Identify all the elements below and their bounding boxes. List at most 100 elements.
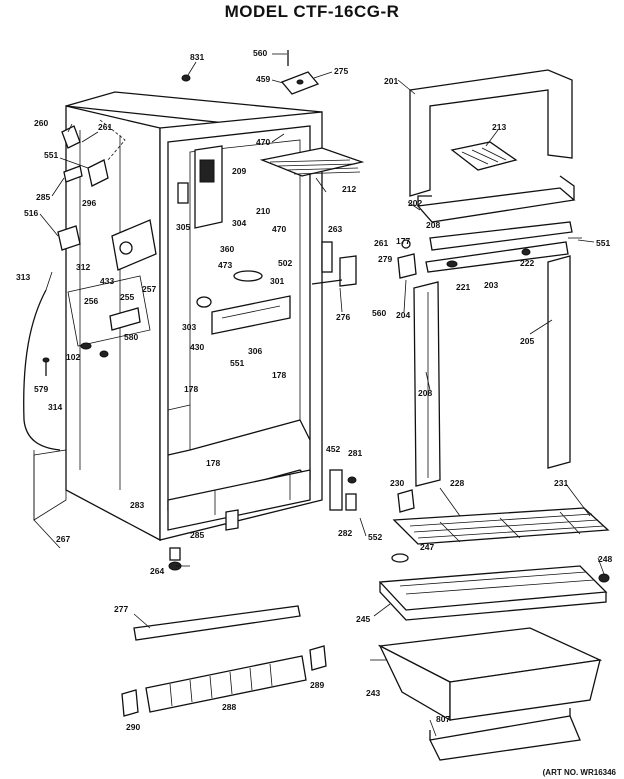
callout-263: 263 bbox=[328, 224, 342, 234]
callout-430: 430 bbox=[190, 342, 204, 352]
callout-264: 264 bbox=[150, 566, 164, 576]
callout-267: 267 bbox=[56, 534, 70, 544]
glass-shelf-245 bbox=[378, 565, 608, 621]
callout-279: 279 bbox=[378, 254, 392, 264]
callout-248: 248 bbox=[598, 554, 612, 564]
plug-831 bbox=[181, 74, 191, 82]
callout-296: 296 bbox=[82, 198, 96, 208]
callout-807: 807 bbox=[436, 714, 450, 724]
callout-305: 305 bbox=[176, 222, 190, 232]
callout-283: 283 bbox=[130, 500, 144, 510]
callout-560: 560 bbox=[372, 308, 386, 318]
gasket-205 bbox=[547, 255, 571, 469]
callout-301: 301 bbox=[270, 276, 284, 286]
callout-256: 256 bbox=[84, 296, 98, 306]
callout-516: 516 bbox=[24, 208, 38, 218]
art-number: (ART NO. WR16346 bbox=[542, 768, 616, 777]
callout-459: 459 bbox=[256, 74, 270, 84]
clip-289 bbox=[309, 645, 327, 671]
door-shelf-202 bbox=[416, 175, 576, 223]
callout-213: 213 bbox=[492, 122, 506, 132]
door-bar-807 bbox=[429, 708, 581, 761]
freezer-shelf-212 bbox=[259, 147, 365, 177]
callout-210: 210 bbox=[256, 206, 270, 216]
callout-281: 281 bbox=[348, 448, 362, 458]
bottom-hinge-452 bbox=[329, 469, 357, 511]
callout-245: 245 bbox=[356, 614, 370, 624]
callout-276: 276 bbox=[336, 312, 350, 322]
callout-831: 831 bbox=[190, 52, 204, 62]
capillary-tube-313 bbox=[23, 289, 61, 451]
callout-178: 178 bbox=[272, 370, 286, 380]
callout-452: 452 bbox=[326, 444, 340, 454]
clip-290 bbox=[121, 689, 139, 717]
callout-551: 551 bbox=[596, 238, 610, 248]
callout-579: 579 bbox=[34, 384, 48, 394]
callout-551: 551 bbox=[44, 150, 58, 160]
callout-222: 222 bbox=[520, 258, 534, 268]
callout-230: 230 bbox=[390, 478, 404, 488]
diagram-title: MODEL CTF-16CG-R bbox=[224, 2, 400, 21]
divider-208 bbox=[429, 221, 573, 251]
cover-301 bbox=[233, 270, 263, 282]
callout-552: 552 bbox=[368, 532, 382, 542]
callout-275: 275 bbox=[334, 66, 348, 76]
callout-255: 255 bbox=[120, 292, 134, 302]
wire-shelf-228 bbox=[392, 507, 610, 545]
callout-303: 303 bbox=[182, 322, 196, 332]
callout-314: 314 bbox=[48, 402, 62, 412]
callout-243: 243 bbox=[366, 688, 380, 698]
light-socket-303 bbox=[196, 296, 212, 308]
freezer-door-201 bbox=[409, 69, 573, 197]
callout-313: 313 bbox=[16, 272, 30, 282]
callout-560: 560 bbox=[253, 48, 267, 58]
callout-260: 260 bbox=[34, 118, 48, 128]
callout-178: 178 bbox=[184, 384, 198, 394]
callout-102: 102 bbox=[66, 352, 80, 362]
callout-360: 360 bbox=[220, 244, 234, 254]
callout-277: 277 bbox=[114, 604, 128, 614]
control-housing-304 bbox=[177, 145, 223, 229]
callout-247: 247 bbox=[420, 542, 434, 552]
callout-257: 257 bbox=[142, 284, 156, 294]
callout-203: 203 bbox=[484, 280, 498, 290]
callout-473: 473 bbox=[218, 260, 232, 270]
callout-177: 177 bbox=[396, 236, 410, 246]
callout-290: 290 bbox=[126, 722, 140, 732]
hinge-263 bbox=[311, 241, 357, 287]
callout-261: 261 bbox=[374, 238, 388, 248]
callout-285: 285 bbox=[190, 530, 204, 540]
callout-221: 221 bbox=[456, 282, 470, 292]
callout-433: 433 bbox=[100, 276, 114, 286]
top-hinge-275 bbox=[280, 50, 320, 95]
thermostat-parts bbox=[57, 125, 157, 358]
callout-212: 212 bbox=[342, 184, 356, 194]
callout-178: 178 bbox=[206, 458, 220, 468]
callout-205: 205 bbox=[520, 336, 534, 346]
callout-285: 285 bbox=[36, 192, 50, 202]
leader-lines bbox=[33, 53, 605, 737]
callout-470: 470 bbox=[256, 137, 270, 147]
control-306 bbox=[211, 295, 291, 335]
callout-208: 208 bbox=[418, 388, 432, 398]
callout-202: 202 bbox=[408, 198, 422, 208]
callout-208: 208 bbox=[426, 220, 440, 230]
callout-289: 289 bbox=[310, 680, 324, 690]
roller-247 bbox=[391, 553, 409, 563]
callout-261: 261 bbox=[98, 122, 112, 132]
callout-470: 470 bbox=[272, 224, 286, 234]
callout-209: 209 bbox=[232, 166, 246, 176]
kickplate-277 bbox=[133, 605, 301, 641]
ice-tray-213 bbox=[450, 141, 518, 171]
callout-306: 306 bbox=[248, 346, 262, 356]
clip-285 bbox=[225, 509, 239, 531]
shelf-support-230 bbox=[397, 489, 415, 513]
callout-201: 201 bbox=[384, 76, 398, 86]
callout-502: 502 bbox=[278, 258, 292, 268]
center-hinge-204 bbox=[397, 239, 417, 279]
callout-282: 282 bbox=[338, 528, 352, 538]
grille-288 bbox=[145, 655, 307, 713]
callout-580: 580 bbox=[124, 332, 138, 342]
callout-312: 312 bbox=[76, 262, 90, 272]
